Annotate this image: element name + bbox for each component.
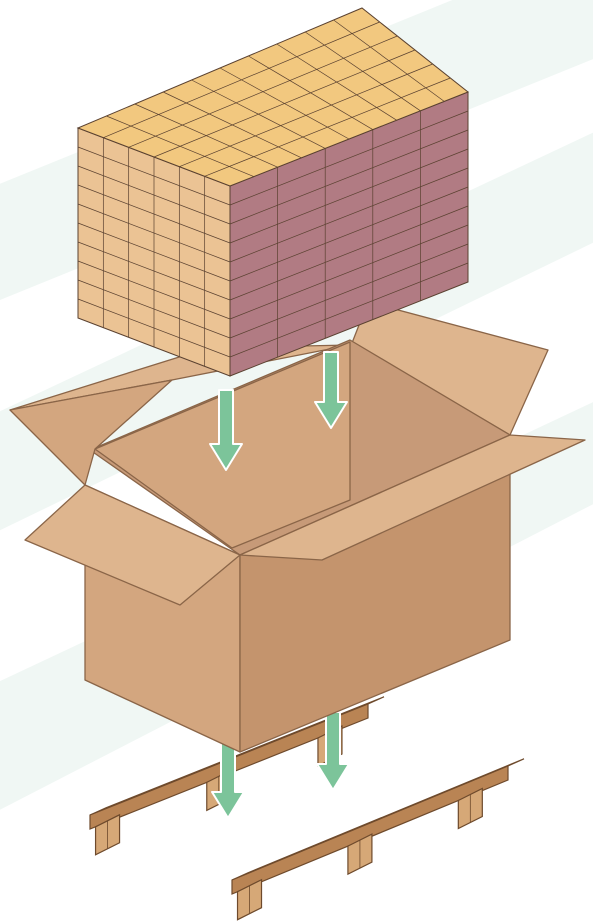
pallet-front-board xyxy=(232,766,508,894)
pallet-runner xyxy=(232,759,524,920)
pallet xyxy=(90,697,524,920)
